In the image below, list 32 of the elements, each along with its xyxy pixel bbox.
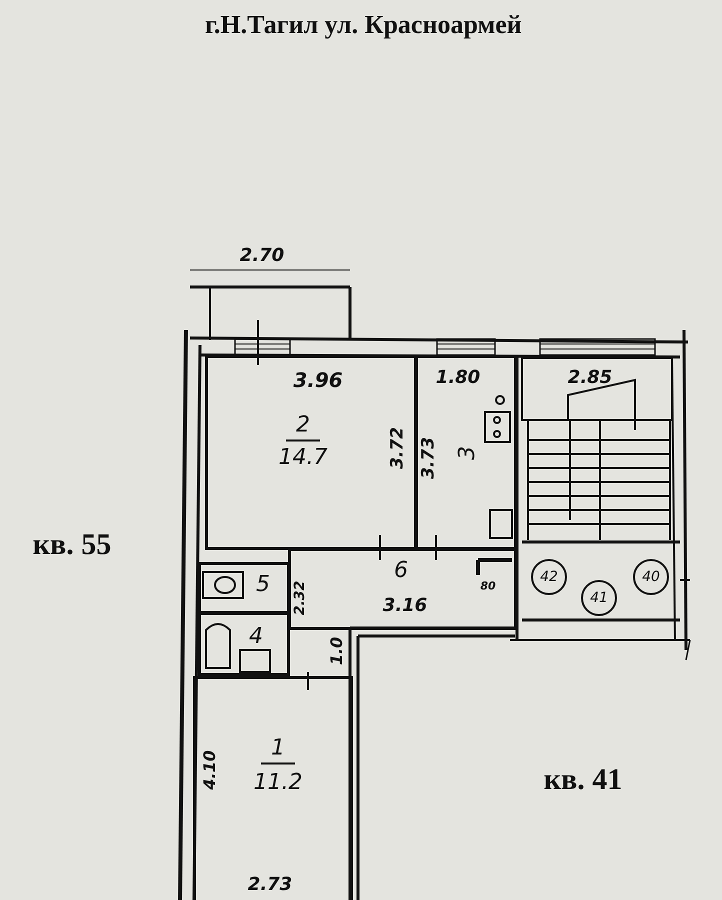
circle-marker: 42 <box>531 559 567 595</box>
room-outline <box>198 612 290 676</box>
dimension-label: 4.10 <box>202 750 218 790</box>
room-number: 2 <box>286 414 320 442</box>
circle-marker: 40 <box>633 559 669 595</box>
dimension-label: 3.16 <box>382 597 428 615</box>
room-number: 6 <box>394 560 408 582</box>
dimension-label: 1.0 <box>329 636 345 666</box>
room-number: 1 <box>261 738 295 764</box>
dimension-label: 3.72 <box>390 427 406 469</box>
room-number: 5 <box>256 574 270 596</box>
room-outline <box>415 355 517 550</box>
dimension-label: 2.70 <box>240 247 284 265</box>
dimension-label: 2.85 <box>568 369 612 387</box>
dimension-label: 2.73 <box>248 876 292 894</box>
dimension-label: 3.96 <box>293 370 343 390</box>
room-number: 3 <box>457 446 479 460</box>
apartment-label: кв. 55 <box>32 530 112 560</box>
room-outline <box>193 676 353 900</box>
room-outline <box>288 548 517 630</box>
dimension-label: 80 <box>480 580 496 592</box>
dimension-label: 3.73 <box>420 437 438 479</box>
dimension-label: 2.32 <box>293 580 307 616</box>
apartment-label: кв. 41 <box>544 765 622 795</box>
title: г.Н.Тагил ул. Красноармей <box>205 12 522 38</box>
room-outline <box>205 355 417 550</box>
room-outline <box>198 562 290 614</box>
room-area: 14.7 <box>278 447 328 469</box>
room-area: 11.2 <box>254 772 302 794</box>
circle-marker: 41 <box>581 580 617 616</box>
room-number: 4 <box>249 626 263 648</box>
dimension-label: 1.80 <box>436 369 480 387</box>
